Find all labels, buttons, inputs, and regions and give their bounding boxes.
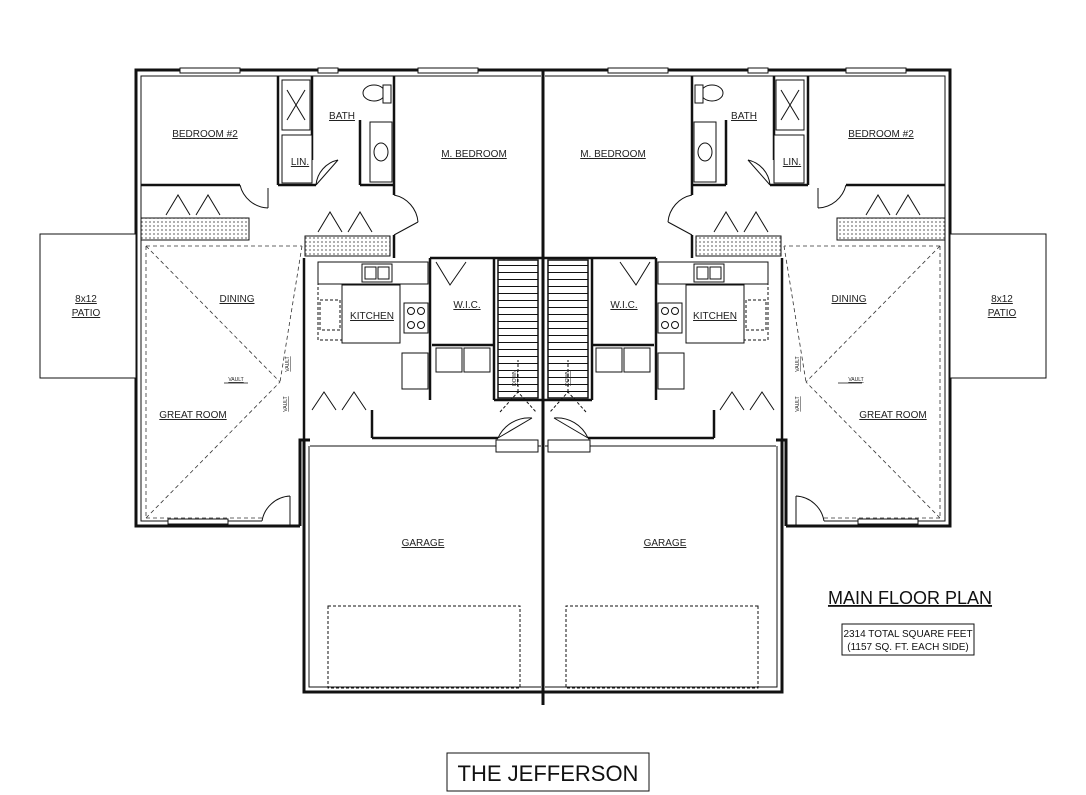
patio-label-size: 8x12: [991, 294, 1013, 305]
room-label-bath: BATH: [329, 111, 355, 122]
room-label-master-bedroom: M. BEDROOM: [580, 149, 646, 160]
each-side-square-feet: (1157 SQ. FT. EACH SIDE): [847, 642, 969, 653]
room-label-linen: LIN.: [783, 157, 801, 168]
vault-label: VAULT: [285, 356, 291, 371]
plan-name: THE JEFFERSON: [458, 761, 639, 786]
room-label-dining: DINING: [220, 294, 255, 305]
room-label-kitchen: KITCHEN: [350, 311, 394, 322]
room-label-dining: DINING: [832, 294, 867, 305]
room-label-great-room: GREAT ROOM: [859, 410, 926, 421]
room-label-great-room: GREAT ROOM: [159, 410, 226, 421]
patio-label-size: 8x12: [75, 294, 97, 305]
room-label-kitchen: KITCHEN: [693, 311, 737, 322]
room-label-wic: W.I.C.: [610, 300, 637, 311]
plan-name-box: [446, 752, 650, 792]
labels-left: BEDROOM #2 BATH LIN. M. BEDROOM DINING K…: [72, 111, 518, 549]
vault-label: VAULT: [228, 377, 243, 383]
room-label-linen: LIN.: [291, 157, 309, 168]
room-label-bedroom2: BEDROOM #2: [848, 129, 914, 140]
plan-title: MAIN FLOOR PLAN: [828, 588, 992, 608]
stair-down-label: DOWN: [565, 370, 571, 386]
room-label-wic: W.I.C.: [453, 300, 480, 311]
patio-label: PATIO: [72, 308, 101, 319]
labels-right: BEDROOM #2 BATH LIN. M. BEDROOM DINING K…: [565, 111, 1016, 549]
room-label-bedroom2: BEDROOM #2: [172, 129, 238, 140]
vault-label: VAULT: [848, 377, 863, 383]
vault-label: VAULT: [795, 356, 801, 371]
total-square-feet: 2314 TOTAL SQUARE FEET: [843, 629, 972, 640]
stair-down-label: DOWN: [512, 370, 518, 386]
room-label-garage: GARAGE: [402, 538, 445, 549]
vault-label: VAULT: [283, 396, 289, 411]
room-label-garage: GARAGE: [644, 538, 687, 549]
patio-label: PATIO: [988, 308, 1017, 319]
room-label-bath: BATH: [731, 111, 757, 122]
vault-label: VAULT: [795, 396, 801, 411]
room-label-master-bedroom: M. BEDROOM: [441, 149, 507, 160]
square-feet-box: [841, 623, 975, 656]
